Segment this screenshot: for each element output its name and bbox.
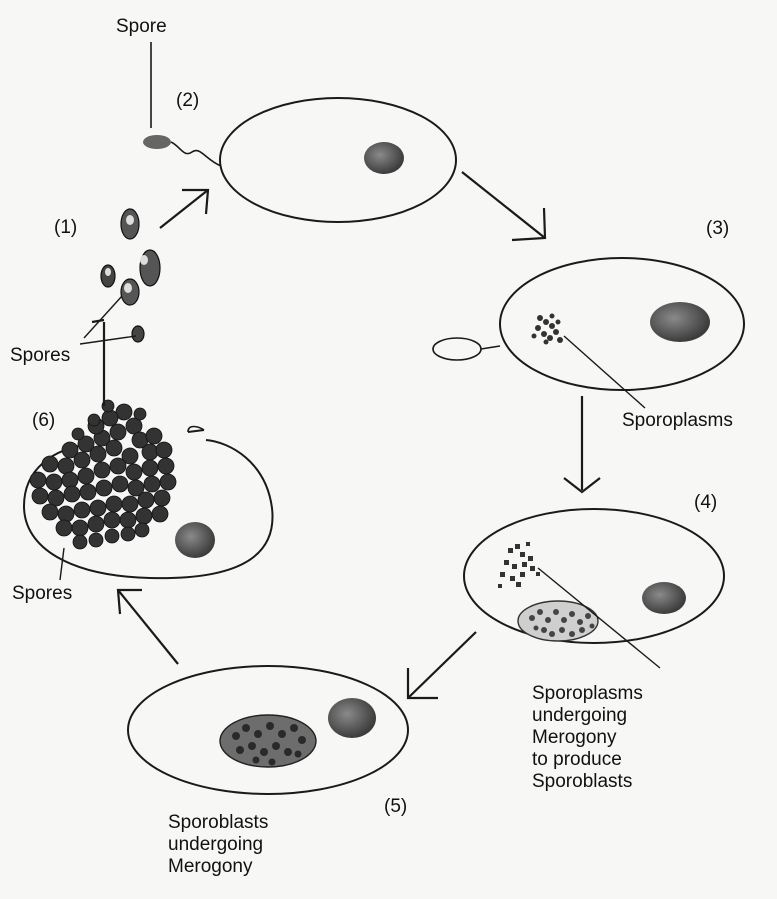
stage-number-6: (6) bbox=[32, 410, 55, 432]
stage-number-4: (4) bbox=[694, 492, 717, 514]
stage-5-cell bbox=[128, 666, 408, 794]
caption-4-line-1: Sporoplasms bbox=[532, 683, 643, 705]
sporoplasm-cluster-stage-4 bbox=[498, 542, 540, 588]
label-spore: Spore bbox=[116, 16, 167, 38]
label-spores-bottom: Spores bbox=[12, 583, 72, 605]
stage-number-5: (5) bbox=[384, 796, 407, 818]
caption-stage-4: Sporoplasms undergoing Merogony to produ… bbox=[532, 683, 643, 793]
nucleus-stage-4 bbox=[642, 582, 686, 614]
nucleus-stage-5 bbox=[328, 698, 376, 738]
stage-number-1: (1) bbox=[54, 217, 77, 239]
arrow-2-to-3 bbox=[462, 172, 545, 238]
empty-spore-stage-3 bbox=[433, 338, 481, 360]
caption-4-line-4: to produce bbox=[532, 749, 643, 771]
caption-stage-5: Sporoblasts undergoing Merogony bbox=[168, 812, 268, 878]
spore-attaching bbox=[143, 135, 221, 166]
label-spores-left: Spores bbox=[10, 345, 70, 367]
arrow-4-to-5 bbox=[408, 632, 476, 698]
stage-number-2: (2) bbox=[176, 90, 199, 112]
caption-5-line-3: Merogony bbox=[168, 856, 268, 878]
caption-4-line-3: Merogony bbox=[532, 727, 643, 749]
sporoplasm-cluster-stage-3 bbox=[532, 314, 564, 345]
caption-5-line-2: undergoing bbox=[168, 834, 268, 856]
stage-2-cell bbox=[220, 98, 456, 222]
free-spores-stage-1 bbox=[80, 209, 160, 344]
nucleus-stage-6 bbox=[175, 522, 215, 558]
label-sporoplasms: Sporoplasms bbox=[622, 410, 733, 432]
caption-4-line-5: Sporoblasts bbox=[532, 771, 643, 793]
nucleus-stage-3 bbox=[650, 302, 710, 342]
stage-3-cell bbox=[433, 258, 744, 408]
stage-number-3: (3) bbox=[706, 218, 729, 240]
arrow-5-to-6 bbox=[118, 590, 178, 664]
arrow-1-to-2 bbox=[160, 190, 208, 228]
stage-6-cell bbox=[24, 400, 273, 580]
caption-5-line-1: Sporoblasts bbox=[168, 812, 268, 834]
stage-4-cell bbox=[464, 509, 724, 668]
meront-stage-5 bbox=[220, 715, 316, 767]
caption-4-line-2: undergoing bbox=[532, 705, 643, 727]
nucleus-stage-2 bbox=[364, 142, 404, 174]
